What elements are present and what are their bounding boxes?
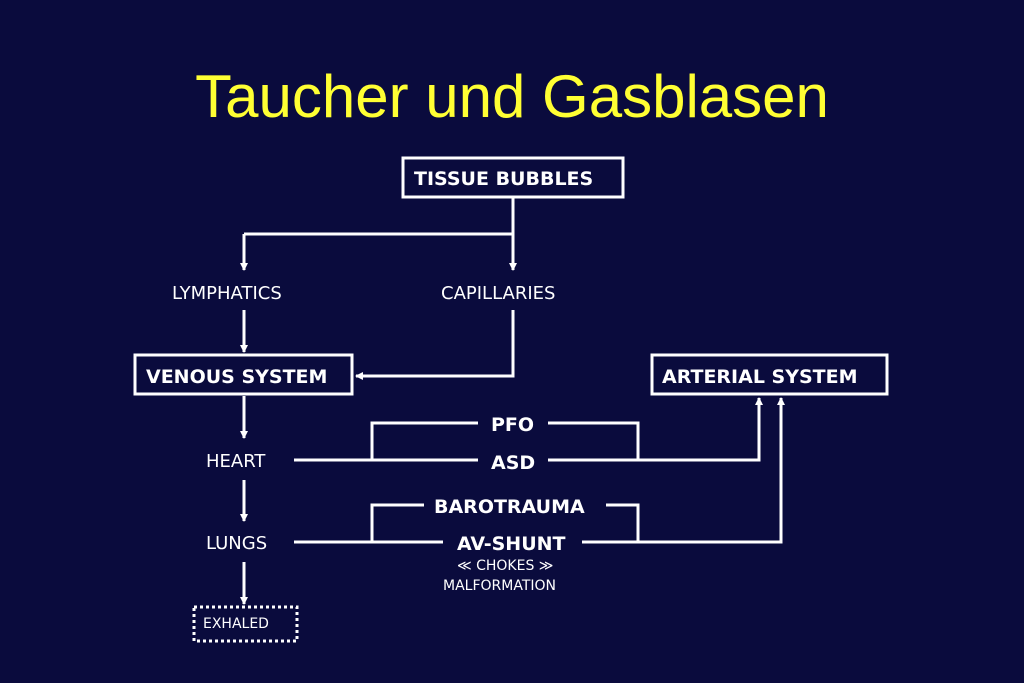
chokes-label: ≪ CHOKES ≫	[457, 558, 554, 574]
venous-system-box	[133, 353, 354, 396]
connector-baro-left	[370, 503, 424, 542]
arterial-system-label: ARTERIAL SYSTEM	[662, 366, 858, 388]
exhaled-box	[192, 605, 299, 643]
tissue-bubbles-label: TISSUE BUBBLES	[414, 168, 594, 190]
page-title: Taucher und Gasblasen	[195, 63, 829, 130]
barotrauma-label: BAROTRAUMA	[434, 496, 585, 518]
lymphatics-label: LYMPHATICS	[172, 283, 282, 304]
lungs-label: LUNGS	[206, 533, 268, 554]
pfo-label: PFO	[491, 414, 535, 436]
arrow-avshunt-arterial	[582, 397, 785, 544]
arrow-capillaries-venous	[355, 310, 515, 380]
connector-pfo-right	[548, 421, 640, 460]
asd-label: ASD	[491, 452, 536, 474]
capillaries-label: CAPILLARIES	[441, 283, 556, 304]
connector-pfo-left	[370, 421, 478, 460]
connector-baro-right	[606, 503, 640, 542]
exhaled-label: EXHALED	[203, 616, 269, 632]
arrow-asd-arterial	[548, 397, 763, 462]
venous-system-label: VENOUS SYSTEM	[146, 366, 328, 388]
malformation-label: MALFORMATION	[443, 578, 556, 594]
av-shunt-label: AV-SHUNT	[457, 533, 566, 555]
heart-label: HEART	[206, 451, 266, 472]
arterial-system-box	[650, 353, 889, 396]
